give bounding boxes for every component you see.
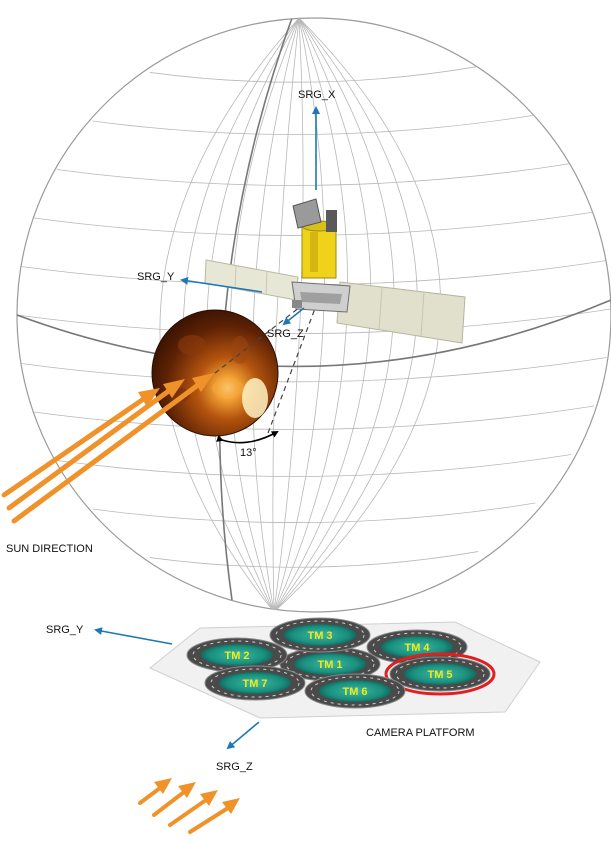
longitude-line [251,18,300,612]
telescope-module-label: TM 6 [342,686,367,698]
camera-platform-label: CAMERA PLATFORM [366,727,475,739]
srg-z-label: SRG_Z [267,328,304,340]
sun-direction-label: SUN DIRECTION [6,543,93,555]
latitude-line [92,502,536,523]
sun-rays [1,373,214,524]
srg-z-axis-arrow [282,307,305,326]
latitude-line [92,114,536,135]
angle-label: 13° [240,447,257,459]
telescope-module-1: TM 1 [279,646,381,682]
telescope-module-7: TM 7 [204,665,306,701]
latitude-line [56,454,572,477]
longitude-line [272,18,300,612]
highlight-ring [384,652,496,696]
srg-y-label: SRG_Y [137,271,175,283]
platform-srg-z-arrow [226,721,260,750]
sphere-meridian [218,18,293,601]
longitude-line [273,18,326,612]
celestial-sphere [16,17,611,613]
telescope-module-label: TM 2 [224,650,249,662]
angle-arc [216,431,279,444]
telescope-module-label: TM 3 [307,630,332,642]
boresight-dashed [267,289,323,434]
telescope-module-6: TM 6 [304,673,406,709]
telescope-module-2: TM 2 [186,637,288,673]
latitude-line [56,163,572,186]
platform-srg-y-arrow [94,627,173,645]
telescope-module-5: TM 5 [384,652,496,696]
platform-sun-rays [138,778,240,834]
telescope-module-3: TM 3 [269,617,371,653]
srg-y-axis-arrow [180,276,263,293]
telescope-module-label: TM 5 [427,669,452,681]
platform-srg-z-label: SRG_Z [216,761,253,773]
telescope-module-label: TM 1 [317,659,342,671]
spacecraft [204,198,466,344]
longitude-line [273,18,304,612]
spacecraft-bus [291,281,351,313]
latitude-line [17,308,611,334]
telescope-module-label: TM 7 [242,678,267,690]
latitude-line [149,66,479,83]
latitude-line [21,357,607,383]
camera-platform: TM 1 TM 2 TM 3 TM 4 TM 5 TM 6 TM 7 [149,617,541,719]
telescope-module-label: TM 4 [404,642,430,654]
latitude-line [149,551,479,568]
longitude-line [182,18,300,612]
longitude-line [159,18,300,612]
platform-srg-y-label: SRG_Y [46,624,84,636]
sphere-equator [17,299,611,368]
telescope-body [292,198,337,279]
solar-panel-right [336,281,466,344]
srg-x-label: SRG_X [298,89,336,101]
